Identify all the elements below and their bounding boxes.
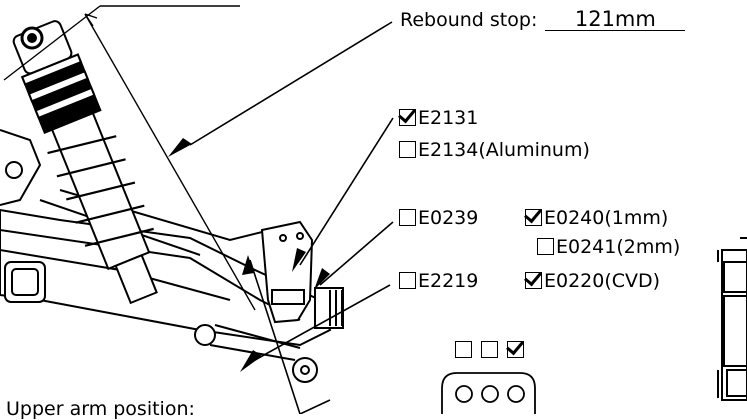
arrow-spacer bbox=[314, 268, 330, 290]
mount-hole-3 bbox=[507, 385, 525, 403]
option-label: E2131 bbox=[418, 107, 479, 129]
rebound-stop-value[interactable]: 121mm bbox=[545, 8, 686, 31]
side-view-part bbox=[717, 237, 747, 401]
option-e2134[interactable]: E2134(Aluminum) bbox=[399, 139, 590, 161]
option-label: E0241(2mm) bbox=[556, 236, 681, 258]
arrow-rebound bbox=[168, 138, 192, 157]
checkbox-e0241[interactable] bbox=[537, 238, 554, 255]
option-e0220[interactable]: E0220(CVD) bbox=[525, 270, 660, 292]
option-e2131[interactable]: E2131 bbox=[399, 107, 478, 129]
option-e0239[interactable]: E0239 bbox=[399, 207, 478, 229]
checkbox-e2134[interactable] bbox=[399, 141, 416, 158]
checkbox-e0220[interactable] bbox=[525, 272, 542, 289]
checkbox-e0240[interactable] bbox=[525, 209, 542, 226]
checkbox-e2131[interactable] bbox=[399, 109, 416, 126]
option-label: E2219 bbox=[418, 270, 479, 292]
arrow-e2131 bbox=[292, 248, 306, 272]
option-e0240[interactable]: E0240(1mm) bbox=[525, 207, 668, 229]
upper-arm-position-label: Upper arm position: bbox=[6, 398, 195, 420]
option-label: E0220(CVD) bbox=[544, 270, 661, 292]
option-label: E0240(1mm) bbox=[544, 207, 669, 229]
arm-mount-block bbox=[4, 261, 46, 303]
option-label: E0239 bbox=[418, 207, 479, 229]
arrow-pivot bbox=[240, 350, 262, 372]
option-e2219[interactable]: E2219 bbox=[399, 270, 478, 292]
checkbox-hole-1[interactable] bbox=[455, 341, 472, 358]
arrow-bottom bbox=[242, 255, 254, 275]
mount-plate bbox=[441, 372, 536, 414]
checkbox-e0239[interactable] bbox=[399, 209, 416, 226]
mount-hole-2 bbox=[481, 385, 499, 403]
rebound-stop-label: Rebound stop: bbox=[400, 9, 538, 31]
checkbox-hole-2[interactable] bbox=[481, 341, 498, 358]
option-e0241[interactable]: E0241(2mm) bbox=[537, 236, 680, 258]
rebound-stop: Rebound stop: 121mm bbox=[400, 8, 686, 31]
checkbox-hole-3[interactable] bbox=[507, 341, 524, 358]
hub-carrier bbox=[260, 220, 314, 324]
checkbox-e2219[interactable] bbox=[399, 272, 416, 289]
option-label: E2134(Aluminum) bbox=[418, 139, 590, 161]
shock-absorber bbox=[12, 20, 158, 305]
mount-hole-1 bbox=[455, 385, 473, 403]
